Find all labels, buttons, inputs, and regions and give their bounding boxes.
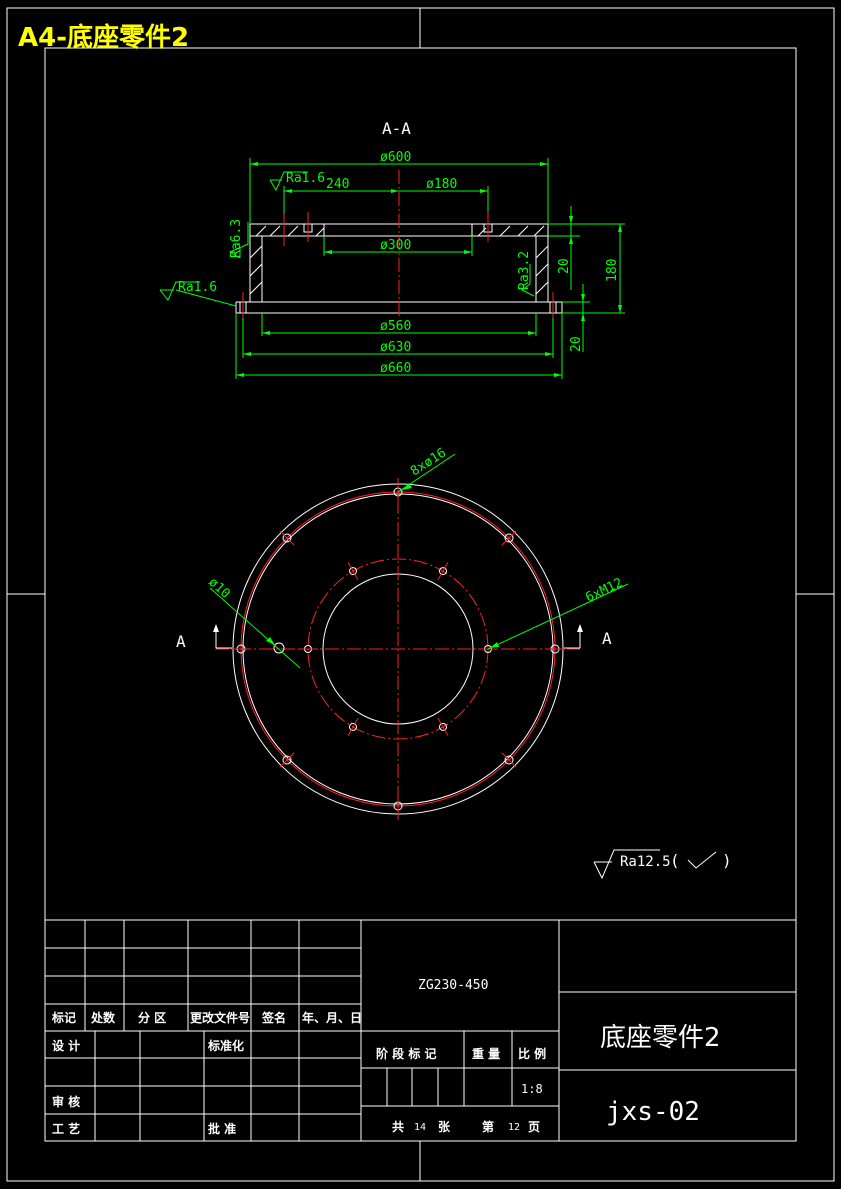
sheet-title: A4-底座零件2 bbox=[18, 22, 189, 53]
roughness-r1: Ra1.6 bbox=[286, 171, 325, 186]
outer-bolt-hole bbox=[282, 755, 292, 765]
outer-bolt-hole-mark bbox=[501, 530, 517, 546]
inner-tapped-hole bbox=[439, 722, 447, 731]
part-name: 底座零件2 bbox=[600, 1023, 721, 1053]
inner-tapped-hole bbox=[439, 567, 447, 576]
l-sheji: 设 计 bbox=[52, 1038, 80, 1053]
h-chushu: 处数 bbox=[90, 1010, 116, 1025]
l-di: 第 bbox=[482, 1119, 494, 1134]
inner-tapped-hole-mark bbox=[347, 718, 359, 736]
outer-bolt-hole bbox=[504, 533, 514, 543]
dim-300: ø300 bbox=[380, 238, 411, 253]
pin-hole bbox=[273, 642, 285, 654]
outer-bolt-hole-mark bbox=[279, 530, 295, 546]
dim-630: ø630 bbox=[380, 340, 411, 355]
l-zhang: 张 bbox=[438, 1119, 451, 1134]
roughness-note-close: ) bbox=[722, 851, 732, 870]
roughness-note-open: ( bbox=[670, 851, 680, 870]
total-sheets: 14 bbox=[414, 1122, 426, 1133]
outer-holes bbox=[231, 482, 565, 816]
inner-tapped-hole-mark bbox=[437, 562, 449, 580]
l-bili: 比 例 bbox=[518, 1046, 546, 1061]
dim-560: ø560 bbox=[380, 319, 411, 334]
callout-pin: ø10 bbox=[205, 575, 232, 602]
h-nianyueri: 年、月、日 bbox=[302, 1010, 362, 1025]
l-ye: 页 bbox=[528, 1120, 540, 1134]
dim-660: ø660 bbox=[380, 361, 411, 376]
inner-tapped-hole-mark bbox=[347, 562, 359, 580]
section-view: A-A bbox=[159, 119, 625, 379]
l-jieduan: 阶 段 标 记 bbox=[376, 1046, 437, 1061]
outer-bolt-hole-mark bbox=[501, 752, 517, 768]
dim-h180: 180 bbox=[605, 259, 620, 282]
roughness-note: Ra12.5 ( ) bbox=[593, 849, 732, 880]
check-mark bbox=[687, 851, 717, 869]
title-block: ZG230-450 底座零件2 jxs-02 1:8 标记 处数 分 区 更改文… bbox=[45, 919, 796, 1141]
roughness-symbols: Ra1.6 Ra6.3 Ra1.6 Ra3.2 bbox=[159, 171, 535, 307]
dim-h20-top: 20 bbox=[557, 258, 572, 274]
l-biaozhunhua: 标准化 bbox=[207, 1038, 244, 1053]
inner-tapped-hole-mark bbox=[437, 718, 449, 736]
callout-inner-holes: 6xM12 bbox=[583, 575, 625, 605]
l-gongyi: 工 艺 bbox=[52, 1121, 80, 1136]
outer-bolt-hole-mark bbox=[279, 752, 295, 768]
section-mark-right: A bbox=[602, 629, 612, 648]
sheet-border bbox=[6, 7, 835, 1182]
outer-bolt-hole bbox=[504, 755, 514, 765]
dim-h20-bottom: 20 bbox=[569, 336, 584, 352]
l-zhongliang: 重 量 bbox=[472, 1046, 500, 1061]
h-biaoji: 标记 bbox=[51, 1010, 76, 1025]
sheet-number: 12 bbox=[508, 1122, 520, 1133]
section-mark-left: A bbox=[176, 632, 186, 651]
roughness-r3: Ra1.6 bbox=[178, 280, 217, 295]
roughness-note-value: Ra12.5 bbox=[620, 854, 671, 870]
outer-bolt-hole bbox=[282, 533, 292, 543]
section-centerlines bbox=[242, 170, 554, 318]
scale-value: 1:8 bbox=[521, 1082, 543, 1096]
dim-600: ø600 bbox=[380, 150, 411, 165]
section-label: A-A bbox=[382, 119, 411, 138]
dim-180-dia: ø180 bbox=[426, 177, 457, 192]
l-pizhun: 批 准 bbox=[208, 1121, 236, 1136]
roughness-r4: Ra3.2 bbox=[517, 251, 532, 290]
h-genggai: 更改文件号 bbox=[190, 1010, 250, 1025]
roughness-r2: Ra6.3 bbox=[229, 219, 244, 258]
material: ZG230-450 bbox=[418, 978, 488, 993]
section-dimensions: ø600 240 ø180 ø300 ø560 bbox=[235, 150, 625, 379]
h-fenqu: 分 区 bbox=[138, 1010, 166, 1025]
inner-tapped-hole bbox=[349, 722, 357, 731]
l-gong: 共 bbox=[392, 1119, 404, 1134]
l-shenhe: 审 核 bbox=[52, 1094, 80, 1109]
inner-tapped-hole bbox=[349, 567, 357, 576]
plan-view: 8xø16 6xM12 ø10 A A bbox=[176, 445, 629, 820]
dim-240: 240 bbox=[326, 177, 349, 192]
drawing-number: jxs-02 bbox=[606, 1097, 700, 1127]
h-qianming: 签名 bbox=[261, 1010, 286, 1025]
